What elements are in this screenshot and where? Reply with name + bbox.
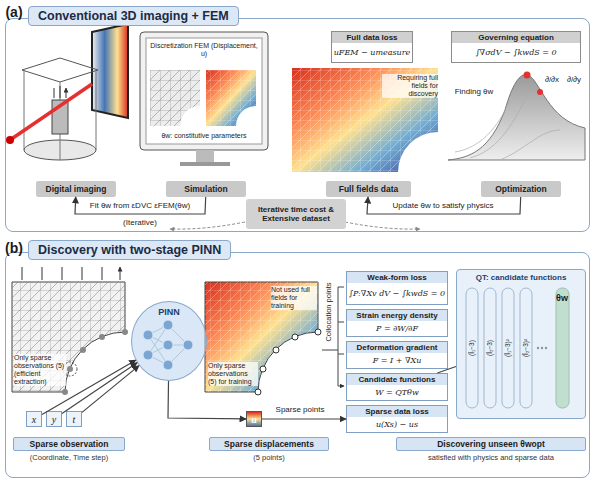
derivative-symbol: ∂/∂y (567, 75, 581, 84)
node-text: P = ∂W/∂F (347, 321, 447, 336)
node-title: Conventional 3D imaging + FEM (28, 6, 239, 26)
node-text: u(Xs) − us (347, 417, 447, 432)
node-title: Simulation (184, 184, 227, 194)
input-box: y (46, 411, 62, 427)
derivative-symbol: ∂/∂x (545, 75, 559, 84)
input-box: x (26, 411, 42, 427)
connector-arrow (367, 197, 521, 214)
equation-box: Deformation gradientF = I + ∇Xu (346, 341, 448, 369)
plot-note: Finding θw (455, 87, 494, 96)
stage-label: Digital imaging (36, 181, 116, 197)
node-title: Digital imaging (46, 184, 107, 194)
loss-box: Weak-form loss∫P:∇Xv dV − ∫kwdS = 0 (346, 271, 448, 305)
output-box: u (246, 411, 262, 427)
field-note: Not used full fields for training (271, 286, 317, 310)
note-box: Iterative time cost & Extensive dataset (246, 199, 346, 229)
node-text: ∫∇σdV − ∫kwdS = 0 (452, 43, 580, 62)
column-label: (Ī₁−3)² (504, 339, 511, 357)
edge-label: Fit θw from εDVC εFEM(θw) (88, 201, 192, 210)
imaging-illustration (6, 24, 128, 160)
equation-box: Strain energy densityP = ∂W/∂F (346, 309, 448, 337)
result-box: Discovering unseen θwopt satisfied with p… (396, 437, 586, 473)
node-title: Discovering unseen θwopt (396, 437, 586, 451)
node-title: QT: candidate functions (457, 270, 585, 285)
predicted-field (205, 282, 321, 395)
node-text: ∫P:∇Xv dV − ∫kwdS = 0 (347, 283, 447, 304)
node-text: satisfied with physics and sparse data (428, 453, 554, 462)
edge-label: Update θw to satisfy physics (391, 201, 496, 210)
node-title: Sparse displacements (209, 437, 329, 451)
node-title: t (73, 414, 76, 425)
stage-label: Simulation (166, 181, 246, 197)
stage-label: Sparse observation (Coordinate, Time step… (13, 437, 125, 469)
node-title: Full fields data (339, 184, 399, 194)
panel-letter: (b) (5, 240, 23, 256)
connector-arrow (262, 418, 346, 419)
connector-arrow (82, 366, 139, 413)
column-label: (Ī₁−3) (468, 340, 475, 356)
node-text: uFEM − umeasure (332, 43, 412, 62)
node-text: W = QTθw (347, 385, 447, 400)
stage-label: Full fields data (326, 181, 411, 197)
equation-box: Candidate functionsW = QTθw (346, 373, 448, 401)
mesh-note: Only sparse observations (5) (efficient … (14, 354, 66, 386)
stage-label: Sparse displacements (5 points) (209, 437, 329, 469)
node-text: F = I + ∇Xu (347, 353, 447, 368)
sparse-mesh (12, 267, 128, 395)
panel-letter: (a) (5, 4, 22, 20)
collocation-note: Collocation points (325, 282, 334, 341)
node-title: u (251, 414, 257, 425)
node-title: Iterative time cost & Extensive dataset (250, 205, 342, 223)
column-label: (Ī₂−3) (486, 340, 493, 356)
loss-box: Sparse data lossu(Xs) − us (346, 405, 448, 433)
node-title: Governing equation (452, 32, 580, 43)
node-title: Strain energy density (347, 310, 447, 321)
network-circle: PINN (131, 301, 207, 381)
node-title: Sparse data loss (347, 406, 447, 417)
screen-caption: θw: constitutive parameters (148, 132, 260, 140)
node-title: Optimization (495, 184, 546, 194)
equation-box: Governing equation∫∇σdV − ∫kwdS = 0 (451, 31, 581, 63)
node-title: Full data loss (332, 32, 412, 43)
full-field-contour (292, 68, 438, 172)
node-title: y (52, 414, 56, 425)
stage-label: Optimization (481, 181, 561, 197)
node-title: Deformation gradient (347, 342, 447, 353)
loss-box: Full data lossuFEM − umeasure (331, 31, 413, 63)
parameter-symbol: θw (556, 293, 568, 303)
connector-arrow (62, 363, 137, 414)
connector-arrow (75, 197, 206, 214)
field-note: Only sparse observations (5) for trainin… (208, 362, 258, 386)
node-title: x (32, 414, 36, 425)
connector-arrow (168, 381, 246, 419)
field-note: Requiring full fields for discovery (382, 74, 438, 98)
node-title: Weak-form loss (347, 272, 447, 283)
input-box: t (66, 411, 82, 427)
node-text: (5 points) (253, 453, 284, 462)
column-label: (Ī₂−3)² (522, 339, 529, 357)
node-title: Discovery with two-stage PINN (28, 240, 231, 260)
computer-monitor (140, 32, 268, 166)
optimization-surface (448, 72, 585, 161)
node-title: Sparse observation (13, 437, 125, 451)
node-title: PINN (132, 307, 206, 317)
node-title: Candidate functions (347, 374, 447, 385)
matrix-panel: QT: candidate functions (456, 269, 586, 419)
screen-caption: Discretization FEM (Displacement, u) (148, 42, 260, 58)
loop-note: (Iterative) (123, 218, 157, 227)
node-text: (Coordinate, Time step) (30, 453, 108, 462)
edge-label: Sparse points (274, 405, 327, 414)
